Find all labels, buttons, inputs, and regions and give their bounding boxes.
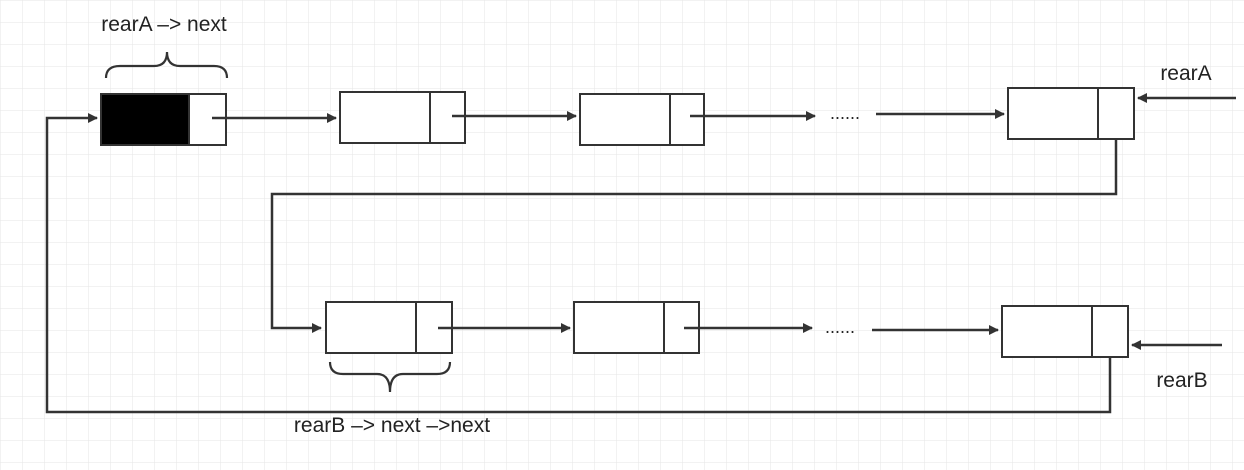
label-rear-a: rearA	[1160, 62, 1211, 85]
node-head-a	[100, 93, 227, 146]
node-b1	[325, 301, 453, 354]
node-rear-b	[1001, 305, 1129, 358]
node-a2	[339, 91, 466, 144]
label-rear-b-next-next: rearB –> next –>next	[294, 414, 490, 437]
brace-rear-b-next-next	[328, 361, 452, 393]
ellipsis-row-a: ......	[830, 103, 860, 123]
node-b2	[573, 301, 700, 354]
connector-rear-b-to-a-head	[45, 113, 1112, 414]
ellipsis-row-b: ......	[825, 317, 855, 337]
brace-rear-a-next	[104, 51, 229, 79]
label-rear-a-next: rearA –> next	[101, 13, 227, 36]
label-rear-b: rearB	[1156, 369, 1207, 392]
node-a3	[579, 93, 705, 146]
connector-rear-a-to-b-head	[270, 139, 1118, 333]
node-rear-a	[1007, 87, 1135, 140]
